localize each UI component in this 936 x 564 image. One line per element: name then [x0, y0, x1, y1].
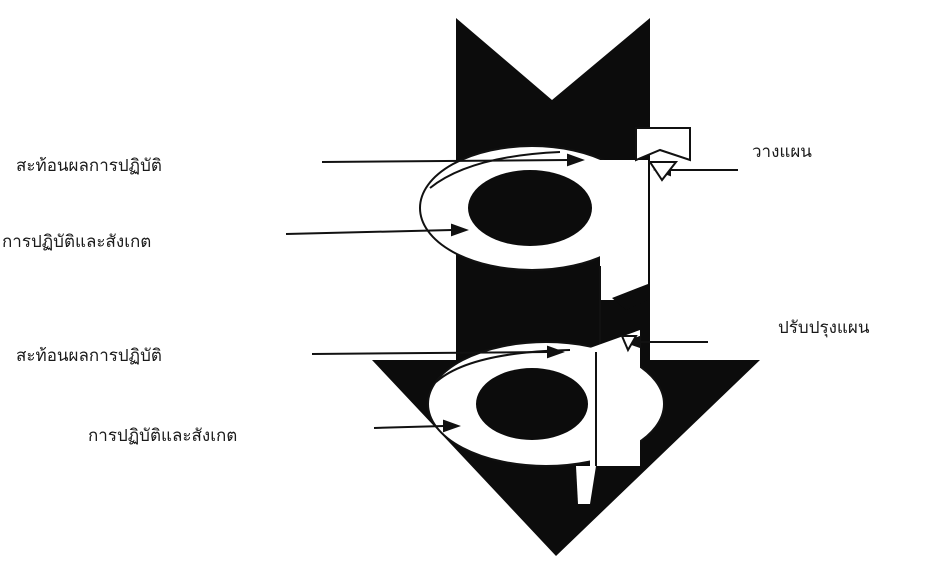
- label-reflect-2: สะท้อนผลการปฏิบัติ: [16, 346, 162, 366]
- label-revise-plan: ปรับปรุงแผน: [778, 318, 869, 338]
- label-act-observe-2: การปฏิบัติและสังเกต: [88, 426, 237, 446]
- pointer-act-1: [286, 230, 452, 234]
- label-reflect-1: สะท้อนผลการปฏิบัติ: [16, 156, 162, 176]
- downward-arrow-shape: [372, 18, 760, 556]
- label-plan: วางแผน: [752, 142, 812, 162]
- label-act-observe-1: การปฏิบัติและสังเกต: [2, 232, 151, 252]
- pointer-act-2: [374, 426, 444, 428]
